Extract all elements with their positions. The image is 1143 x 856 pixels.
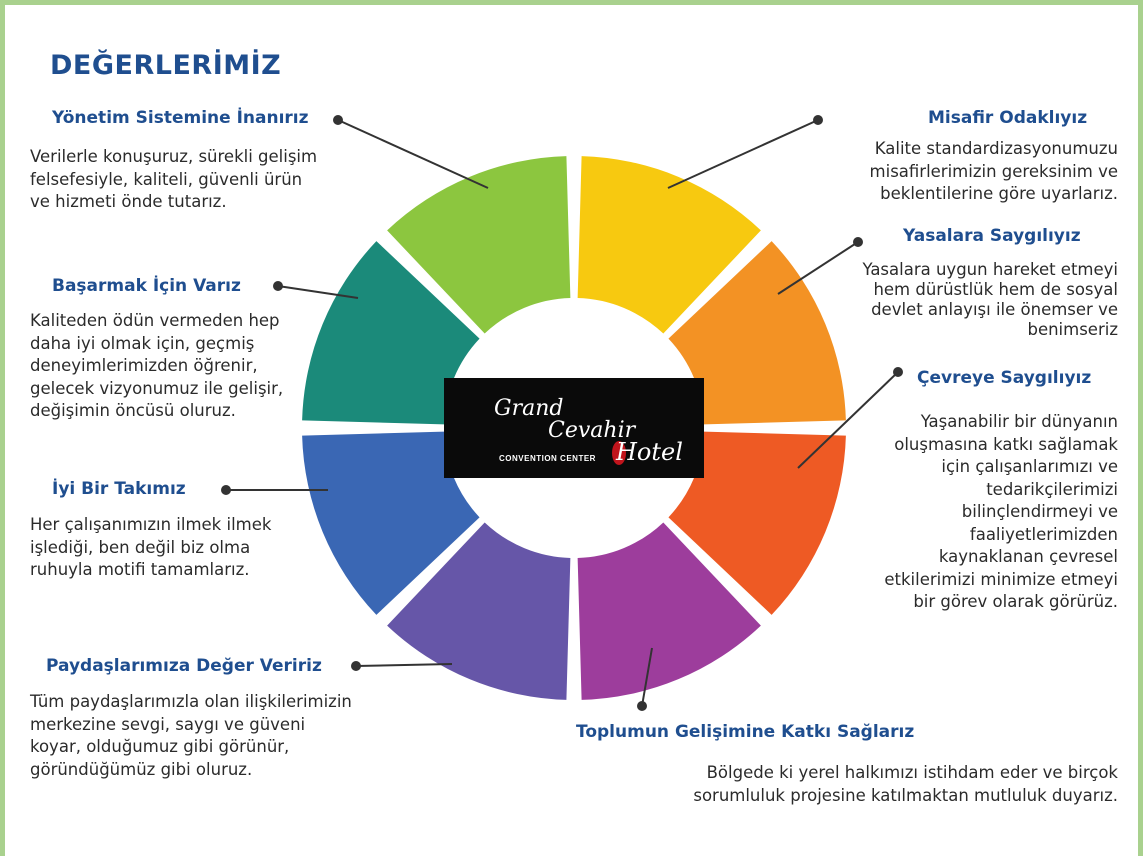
value-heading-community: Toplumun Gelişimine Katkı Sağlarız — [576, 722, 915, 742]
value-text-management-system: Verilerle konuşuruz, sürekli gelişim fel… — [30, 147, 318, 211]
page-title: DEĞERLERİMİZ — [50, 50, 282, 81]
segment-teal — [302, 241, 480, 425]
segment-purple — [577, 522, 761, 700]
hotel-logo: Grand Cevahir Hotel CONVENTION CENTER — [444, 378, 704, 478]
leader-line — [667, 119, 819, 189]
leader-line — [641, 647, 653, 707]
value-text-community: Bölgede ki yerel halkımızı istihdam eder… — [693, 763, 1118, 805]
leader-dot — [221, 485, 231, 495]
segment-violet — [387, 522, 571, 700]
value-heading-laws: Yasalara Saygılıyız — [903, 226, 1081, 246]
leader-dot — [813, 115, 823, 125]
value-heading-achievement: Başarmak İçin Varız — [52, 276, 241, 296]
leader-dot — [637, 701, 647, 711]
segment-red-orange — [668, 431, 846, 615]
segment-orange — [668, 241, 846, 425]
value-heading-team: İyi Bir Takımız — [52, 479, 186, 499]
value-heading-stakeholders: Paydaşlarımıza Değer Veririz — [46, 656, 322, 676]
leader-dot — [333, 115, 343, 125]
leader-dot — [853, 237, 863, 247]
segment-yellow — [577, 156, 761, 334]
value-text-team: Her çalışanımızın ilmek ilmek işlediği, … — [30, 515, 272, 579]
leader-line — [337, 119, 489, 189]
value-text-achievement: Kaliteden ödün vermeden hep daha iyi olm… — [30, 311, 284, 420]
leader-line — [777, 241, 859, 295]
value-text-laws: Yasalara uygun hareket etmeyi hem dürüst… — [862, 260, 1118, 339]
leader-dot — [273, 281, 283, 291]
leader-dot — [351, 661, 361, 671]
leader-line — [277, 285, 359, 299]
value-text-guest-focus: Kalite standardizasyonumuzu misafirlerim… — [869, 139, 1118, 203]
value-heading-management-system: Yönetim Sistemine İnanırız — [52, 108, 309, 128]
leader-line — [797, 371, 899, 469]
value-text-stakeholders: Tüm paydaşlarımızla olan ilişkilerimizin… — [30, 692, 352, 779]
value-heading-guest-focus: Misafir Odaklıyız — [928, 108, 1088, 128]
leader-dot — [893, 367, 903, 377]
value-heading-environment: Çevreye Saygılıyız — [917, 368, 1092, 388]
segment-blue — [302, 431, 480, 615]
leader-line — [355, 663, 453, 667]
value-text-environment: Yaşanabilir bir dünyanın oluşmasına katk… — [884, 412, 1118, 611]
segment-green — [387, 156, 571, 334]
